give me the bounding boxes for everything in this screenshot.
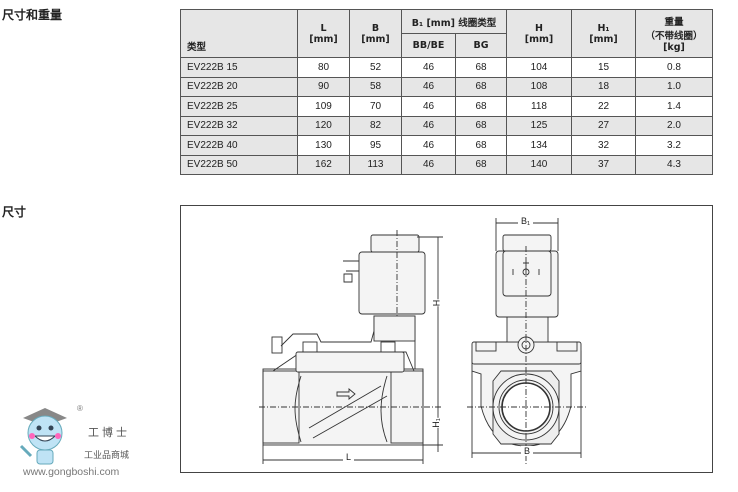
- cell-kg: 1.4: [635, 96, 713, 117]
- cell-B: 58: [349, 76, 402, 97]
- cell-BBBE: 46: [401, 76, 456, 97]
- cell-H1: 32: [571, 135, 636, 156]
- header-weight: 重量（不带线圈）[kg]: [635, 9, 713, 58]
- cell-kg: 3.2: [635, 135, 713, 156]
- cell-L: 162: [297, 154, 350, 175]
- section-title-dimensions: 尺寸: [2, 205, 27, 219]
- cell-H: 104: [506, 57, 572, 78]
- cell-H1: 27: [571, 115, 636, 136]
- watermark-brand: 工博士: [88, 426, 130, 439]
- cell-H: 125: [506, 115, 572, 136]
- cell-H1: 15: [571, 57, 636, 78]
- header-type: 类型: [180, 9, 298, 58]
- cell-BG: 68: [455, 115, 507, 136]
- cell-B: 82: [349, 115, 402, 136]
- cell-H: 140: [506, 154, 572, 175]
- cell-BBBE: 46: [401, 135, 456, 156]
- cell-H1: 22: [571, 96, 636, 117]
- dim-label-B1: B₁: [518, 216, 534, 226]
- cell-type: EV222B 32: [180, 115, 298, 136]
- cell-L: 120: [297, 115, 350, 136]
- watermark-logo: ® 工博士 工业品商城 www.gongboshi.com: [10, 400, 150, 485]
- cell-BBBE: 46: [401, 154, 456, 175]
- cell-kg: 1.0: [635, 76, 713, 97]
- dim-label-H: H: [431, 299, 442, 307]
- section-title-dimensions-weight: 尺寸和重量: [2, 8, 63, 22]
- mascot-icon: [19, 408, 67, 465]
- cell-kg: 2.0: [635, 115, 713, 136]
- cell-BG: 68: [455, 57, 507, 78]
- cell-L: 130: [297, 135, 350, 156]
- watermark-url: www.gongboshi.com: [23, 466, 120, 478]
- header-BG: BG: [455, 33, 507, 58]
- dim-label-H1: H₁: [430, 418, 441, 428]
- cell-type: EV222B 50: [180, 154, 298, 175]
- cell-H: 108: [506, 76, 572, 97]
- cell-B: 113: [349, 154, 402, 175]
- cell-L: 90: [297, 76, 350, 97]
- dimension-drawing: L H H₁ B B₁: [180, 205, 713, 473]
- header-BBBE: BB/BE: [401, 33, 456, 58]
- header-B1-group: B₁ [mm] 线圈类型: [401, 9, 507, 34]
- header-H: H[mm]: [506, 9, 572, 58]
- cell-kg: 4.3: [635, 154, 713, 175]
- header-H1: H₁[mm]: [571, 9, 636, 58]
- cell-H: 118: [506, 96, 572, 117]
- cell-BBBE: 46: [401, 96, 456, 117]
- cell-BG: 68: [455, 154, 507, 175]
- header-L: L[mm]: [297, 9, 350, 58]
- cell-BG: 68: [455, 135, 507, 156]
- dim-label-L: L: [343, 452, 355, 462]
- cell-H1: 18: [571, 76, 636, 97]
- cell-H1: 37: [571, 154, 636, 175]
- valve-side-view: [259, 230, 443, 464]
- registered-mark: ®: [77, 404, 83, 413]
- cell-type: EV222B 15: [180, 57, 298, 78]
- cell-B: 52: [349, 57, 402, 78]
- cell-H: 134: [506, 135, 572, 156]
- header-B: B[mm]: [349, 9, 402, 58]
- cell-BG: 68: [455, 76, 507, 97]
- valve-front-view: [467, 218, 586, 466]
- cell-type: EV222B 40: [180, 135, 298, 156]
- cell-BG: 68: [455, 96, 507, 117]
- watermark-subtitle: 工业品商城: [84, 450, 130, 460]
- cell-L: 80: [297, 57, 350, 78]
- cell-BBBE: 46: [401, 115, 456, 136]
- cell-L: 109: [297, 96, 350, 117]
- cell-type: EV222B 20: [180, 76, 298, 97]
- cell-B: 70: [349, 96, 402, 117]
- cell-type: EV222B 25: [180, 96, 298, 117]
- cell-B: 95: [349, 135, 402, 156]
- dimensions-table: 类型 L[mm] B[mm] B₁ [mm] 线圈类型 H[mm] H₁[mm]…: [180, 9, 713, 175]
- dim-label-B: B: [521, 446, 534, 456]
- cell-kg: 0.8: [635, 57, 713, 78]
- cell-BBBE: 46: [401, 57, 456, 78]
